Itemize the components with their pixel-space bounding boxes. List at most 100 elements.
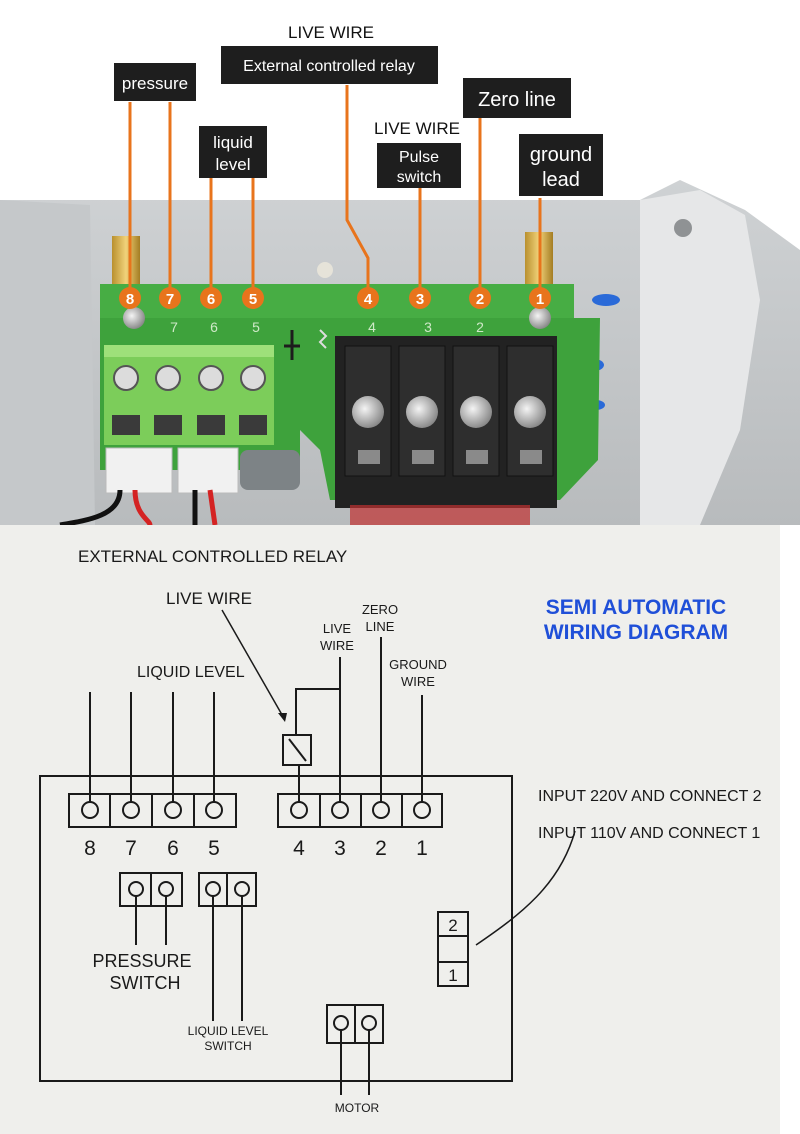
terminal-wires [89,637,423,802]
wire-red [207,489,218,525]
callout-live-wire-top: LIVE WIRE [288,23,374,42]
terminal-number: 8 [84,837,96,860]
terminal-number: 6 [167,837,179,860]
pcb-component [317,262,333,278]
callout-liquid-level-line1: liquid [213,133,253,152]
live-wire-arrow [278,713,287,722]
voltage-jumper [437,911,469,987]
callout-box-ground-lead [519,134,603,196]
terminal-badge [409,287,431,309]
callout-live-wire-mid: LIVE WIRE [374,119,460,138]
label-ground-wire-line1: GROUND [389,657,447,672]
label-motor: MOTOR [335,1101,380,1115]
callout-box-pulse-switch [377,143,461,188]
terminal-badge-label: 5 [249,291,257,308]
terminal-badge-label: 1 [536,291,544,308]
callout-box-liquid-level [199,126,267,178]
callout-leaders [128,85,542,298]
black-terminal-cells [344,345,554,477]
enclosure-left-wall [0,200,95,525]
terminal-strip-left [68,793,237,828]
label-live-wire-small-line2: WIRE [320,638,354,653]
callout-ground-lead-line1: ground [530,144,592,166]
terminal-badge-label: 2 [476,291,484,308]
wiring-diagram: SEMI AUTOMATIC WIRING DIAGRAM EXTERNAL C… [0,525,800,1134]
label-liquid-level-switch-line2: SWITCH [204,1039,251,1053]
callout-box-pressure [114,63,196,101]
terminal-badge-label: 3 [416,291,424,308]
terminal-badges: 8 7 6 5 4 3 2 1 [119,287,551,309]
terminal-badge [119,287,141,309]
green-terminal-top [104,345,274,357]
callout-external-relay: External controlled relay [243,58,415,75]
terminal-number: 1 [416,837,428,860]
terminal-badge-label: 4 [364,291,373,308]
callout-box-zero-line [463,78,571,118]
label-pressure-switch-line1: PRESSURE [92,951,191,971]
pressure-switch-connector [119,872,183,945]
terminal-number: 3 [334,837,346,860]
terminal-badge-label: 8 [126,291,134,308]
mounting-hole [674,219,692,237]
live-wire-leader [221,609,286,721]
label-zero-line-line2: LINE [366,619,395,634]
enclosure-side [640,190,760,525]
pcb-label: 4 [368,319,376,335]
capacitor [240,450,300,490]
wire-red [132,489,153,525]
diagram-background [0,525,800,1134]
terminal-badge [529,287,551,309]
label-input-220v: INPUT 220V AND CONNECT 2 [538,788,762,805]
callout-pulse-switch-line2: switch [397,169,441,186]
board-outline [39,775,513,1082]
terminal-number: 2 [375,837,387,860]
label-live-wire: LIVE WIRE [166,589,252,608]
motor-connector [326,1004,384,1095]
wiring-diagram-svg: SEMI AUTOMATIC WIRING DIAGRAM EXTERNAL C… [0,525,800,1134]
pcb-symbol [318,329,328,349]
input-leader [475,830,576,946]
liquid-level-switch-connector [198,872,257,1021]
terminal-number: 7 [125,837,137,860]
pcb-screw [123,307,145,329]
terminal-badge [242,287,264,309]
terminal-badge [159,287,181,309]
blue-marker [592,294,620,306]
diagram-title-line2: WIRING DIAGRAM [544,621,728,644]
jumper-label: 2 [448,916,457,935]
pcb-label: 6 [210,319,218,335]
red-wires-bottom [350,505,530,525]
pcb-screw [529,307,551,329]
pcb-label: 3 [424,319,432,335]
diagram-title-line1: SEMI AUTOMATIC [546,596,726,619]
pcb-label: 2 [476,319,484,335]
callout-box-external-relay [221,46,438,84]
terminal-badge [200,287,222,309]
label-input-110v: INPUT 110V AND CONNECT 1 [538,825,760,842]
pcb-label: 7 [170,319,178,335]
relay-switch-symbol [282,709,312,766]
label-zero-line-line1: ZERO [362,602,398,617]
green-terminal-screws [112,365,267,435]
white-connector [177,447,239,494]
pcb-symbol [284,330,300,360]
callout-pressure: pressure [122,74,188,93]
callout-ground-lead-line2: lead [542,169,580,191]
callout-zero-line: Zero line [478,89,556,111]
label-live-wire-small-line1: LIVE [323,621,352,636]
terminal-badge [357,287,379,309]
callout-liquid-level-line2: level [216,155,251,174]
label-liquid-level: LIQUID LEVEL [137,664,245,681]
label-pressure-switch-line2: SWITCH [110,973,181,993]
pcb-label: 5 [252,319,260,335]
terminal-badge-label: 6 [207,291,215,308]
label-liquid-level-switch-line1: LIQUID LEVEL [188,1024,269,1038]
label-external-relay: EXTERNAL CONTROLLED RELAY [78,547,347,566]
terminal-number: 4 [293,837,305,860]
terminal-number: 5 [208,837,220,860]
terminal-photo-svg: 7 6 5 4 3 2 [0,0,800,525]
jumper-label: 1 [448,966,457,985]
callout-pulse-switch-line1: Pulse [399,149,439,166]
diagram-right-margin [780,525,800,1134]
terminal-badge [469,287,491,309]
